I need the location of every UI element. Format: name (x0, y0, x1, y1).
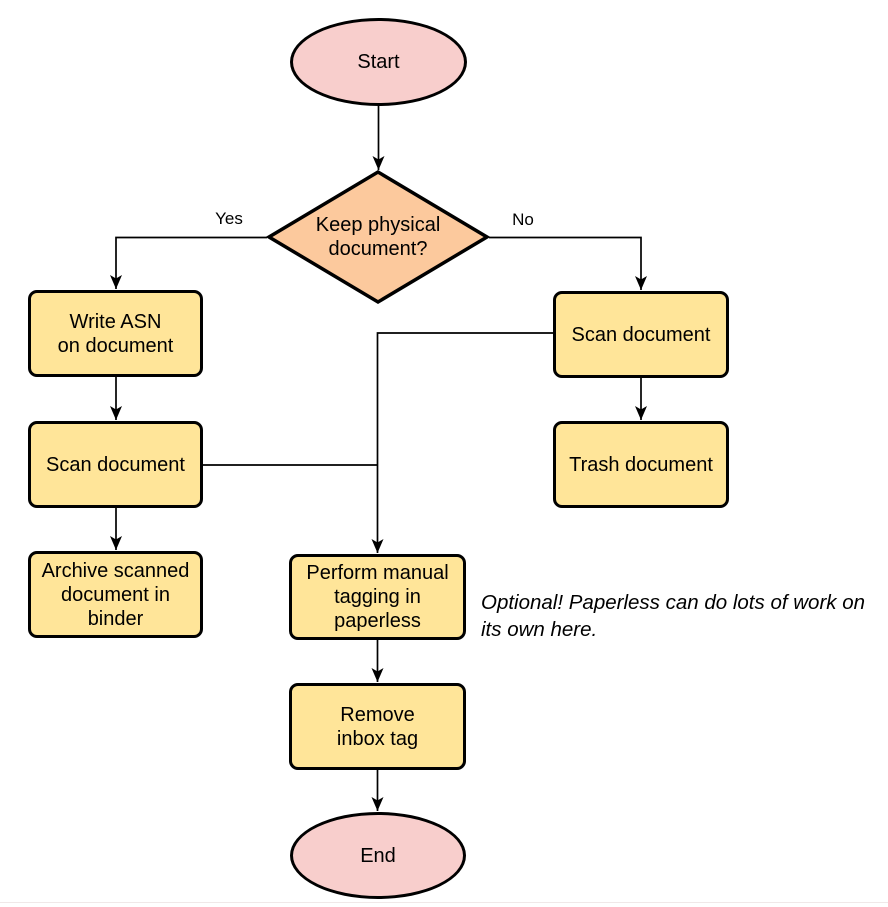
note-text: Optional! Paperless can do lots of work … (481, 591, 866, 641)
node-decision: Keep physical document? (266, 169, 490, 305)
node-decision-label: Keep physical document? (315, 214, 441, 260)
node-end: End (290, 812, 466, 899)
edge-decision-no-to-scan-right (489, 236, 647, 290)
node-remove-inbox-tag-label: Remove inbox tag (336, 703, 419, 750)
node-scan-document-right-label: Scan document (571, 323, 711, 346)
edge-scan-right-to-tagging (371, 332, 553, 553)
edge-decision-yes-to-write-asn (110, 236, 267, 289)
decision-diamond-shape (266, 169, 490, 305)
edge-label-no: No (512, 210, 534, 229)
node-start-label: Start (357, 51, 400, 73)
node-manual-tagging-label: Perform manual tagging in paperless (306, 562, 449, 632)
node-end-label: End (360, 844, 396, 867)
node-scan-document-right: Scan document (553, 291, 729, 378)
node-trash-document-label: Trash document (569, 453, 713, 476)
node-write-asn-label: Write ASN on document (57, 310, 174, 357)
node-manual-tagging: Perform manual tagging in paperless (289, 554, 466, 640)
edge-label-yes: Yes (215, 209, 243, 228)
node-scan-document-left: Scan document (28, 421, 203, 508)
node-remove-inbox-tag: Remove inbox tag (289, 683, 466, 770)
node-write-asn: Write ASN on document (28, 290, 203, 377)
node-scan-document-left-label: Scan document (46, 453, 185, 476)
node-archive-in-binder: Archive scanned document in binder (28, 551, 203, 638)
bottom-divider (0, 902, 888, 903)
node-trash-document: Trash document (553, 421, 729, 508)
node-archive-in-binder-label: Archive scanned document in binder (41, 559, 190, 630)
node-start: Start (290, 18, 467, 106)
